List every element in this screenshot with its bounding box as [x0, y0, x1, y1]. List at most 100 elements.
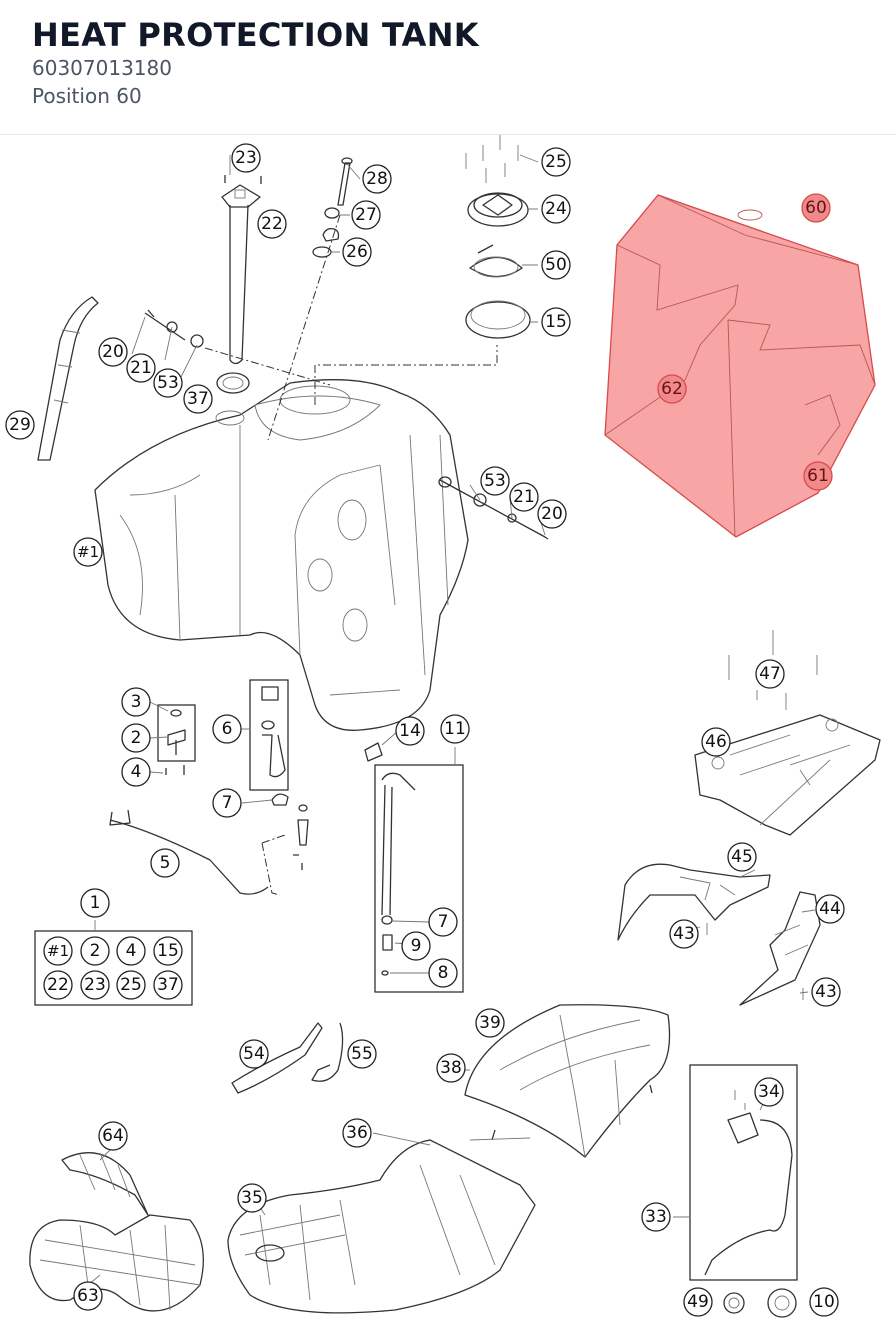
kit-item-25[interactable]: 25 [116, 970, 146, 1000]
callout-45[interactable]: 45 [727, 842, 757, 872]
seat-cover-63[interactable] [29, 1214, 204, 1312]
injector[interactable] [261, 686, 286, 778]
filler-tube[interactable] [221, 175, 262, 365]
callout-24[interactable]: 24 [541, 194, 571, 224]
page-title: HEAT PROTECTION TANK [32, 16, 479, 54]
injector-box [249, 679, 289, 791]
hose-54[interactable] [231, 1022, 323, 1094]
fuel-tank[interactable] [94, 379, 469, 731]
svg-text:23: 23 [84, 975, 106, 995]
callout-60-selected[interactable]: 60 [801, 193, 831, 223]
svg-text:5: 5 [160, 853, 171, 873]
callout-43-b[interactable]: 43 [811, 977, 841, 1007]
breather-tube[interactable] [381, 772, 416, 976]
callout-7[interactable]: 7 [212, 788, 242, 818]
callout-14[interactable]: 14 [395, 716, 425, 746]
seat-cover-64[interactable] [61, 1152, 149, 1216]
callout-2[interactable]: 2 [121, 723, 151, 753]
kit-item-15[interactable]: 15 [153, 936, 183, 966]
luggage-rack[interactable] [694, 630, 881, 836]
callout-47[interactable]: 47 [755, 659, 785, 689]
breather-hose[interactable] [37, 296, 99, 461]
callout-21-right[interactable]: 21 [509, 482, 539, 512]
svg-text:8: 8 [438, 963, 449, 983]
callout-25[interactable]: 25 [541, 147, 571, 177]
callout-26[interactable]: 26 [342, 237, 372, 267]
callout-61[interactable]: 61 [803, 461, 833, 491]
callout-62[interactable]: 62 [657, 374, 687, 404]
callout-63[interactable]: 63 [73, 1281, 103, 1311]
heat-protection-shield[interactable] [604, 194, 876, 538]
clip-14[interactable] [364, 742, 383, 762]
callout-15[interactable]: 15 [541, 307, 571, 337]
callout-50[interactable]: 50 [541, 250, 571, 280]
svg-text:22: 22 [261, 214, 283, 234]
callout-20-right[interactable]: 20 [537, 499, 567, 529]
callout-7-box[interactable]: 7 [428, 907, 458, 937]
callout-tank-1[interactable]: #1 [73, 537, 103, 567]
callout-9[interactable]: 9 [401, 931, 431, 961]
rear-bracket[interactable] [617, 863, 771, 941]
callout-53-right[interactable]: 53 [480, 466, 510, 496]
callout-54[interactable]: 54 [239, 1039, 269, 1069]
callout-6[interactable]: 6 [212, 714, 242, 744]
callout-46[interactable]: 46 [701, 727, 731, 757]
level-sensor[interactable] [165, 709, 186, 775]
callout-20[interactable]: 20 [98, 337, 128, 367]
tank-mount-left[interactable] [144, 309, 250, 394]
lock-cylinder[interactable] [723, 1288, 797, 1318]
callout-39[interactable]: 39 [475, 1008, 505, 1038]
callout-55[interactable]: 55 [347, 1039, 377, 1069]
seat-lock[interactable] [704, 1090, 793, 1276]
svg-text:4: 4 [131, 762, 142, 782]
kit-item-22[interactable]: 22 [43, 970, 73, 1000]
callout-22[interactable]: 22 [257, 209, 287, 239]
callout-23[interactable]: 23 [231, 143, 261, 173]
callout-28[interactable]: 28 [362, 164, 392, 194]
filler-cap-assembly[interactable] [465, 135, 531, 339]
svg-text:54: 54 [243, 1044, 265, 1064]
grab-handle[interactable] [706, 891, 821, 1006]
callout-5[interactable]: 5 [150, 848, 180, 878]
callout-29[interactable]: 29 [5, 410, 35, 440]
callout-11[interactable]: 11 [440, 714, 470, 744]
callout-3[interactable]: 3 [121, 687, 151, 717]
connector[interactable] [293, 804, 309, 870]
callout-21[interactable]: 21 [126, 353, 156, 383]
kit-item-37[interactable]: 37 [153, 970, 183, 1000]
svg-text:22: 22 [47, 975, 69, 995]
svg-text:3: 3 [131, 692, 142, 712]
fuel-hose[interactable] [109, 809, 269, 895]
callout-53[interactable]: 53 [153, 368, 183, 398]
callout-10[interactable]: 10 [809, 1287, 839, 1317]
callout-8[interactable]: 8 [428, 958, 458, 988]
callout-36[interactable]: 36 [342, 1118, 372, 1148]
callout-38[interactable]: 38 [436, 1053, 466, 1083]
callout-27[interactable]: 27 [351, 200, 381, 230]
passenger-seat[interactable] [464, 1004, 671, 1158]
cable-55[interactable] [311, 1022, 344, 1082]
kit-item-2[interactable]: 2 [80, 936, 110, 966]
callout-44[interactable]: 44 [815, 894, 845, 924]
svg-text:49: 49 [687, 1292, 709, 1312]
callout-4[interactable]: 4 [121, 757, 151, 787]
callout-34[interactable]: 34 [754, 1077, 784, 1107]
kit-item-4[interactable]: 4 [116, 936, 146, 966]
position-label: Position 60 [32, 84, 142, 108]
heat-shield-outline[interactable] [604, 194, 876, 538]
callout-49[interactable]: 49 [683, 1287, 713, 1317]
svg-text:24: 24 [545, 199, 567, 219]
callout-1[interactable]: 1 [80, 888, 110, 918]
kit-item-23[interactable]: 23 [80, 970, 110, 1000]
cap-7[interactable] [271, 793, 289, 806]
svg-text:15: 15 [545, 312, 567, 332]
drain-plug-assembly[interactable] [312, 157, 353, 258]
rider-seat[interactable] [227, 1139, 536, 1314]
callout-64[interactable]: 64 [98, 1121, 128, 1151]
callout-37[interactable]: 37 [183, 384, 213, 414]
callout-35[interactable]: 35 [237, 1183, 267, 1213]
callout-43[interactable]: 43 [669, 919, 699, 949]
svg-text:64: 64 [102, 1126, 124, 1146]
callout-33[interactable]: 33 [641, 1202, 671, 1232]
kit-item-tank-1[interactable]: #1 [43, 936, 73, 966]
